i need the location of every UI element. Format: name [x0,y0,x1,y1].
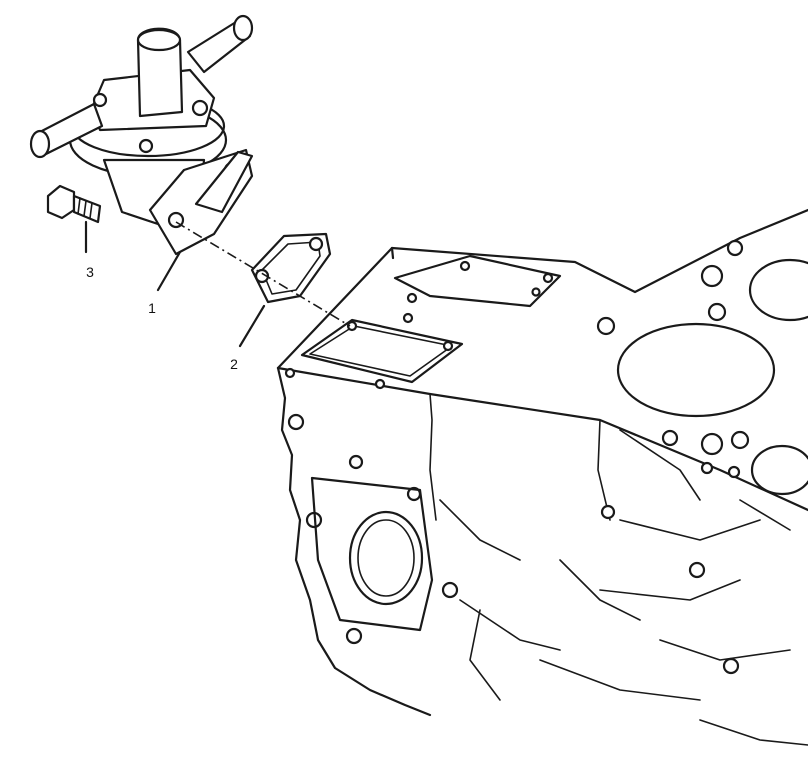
callout-1: 1 [148,300,156,316]
engine-block [276,208,808,746]
callout-3: 3 [86,264,94,280]
callout-2: 2 [230,356,238,372]
gasket [250,232,332,304]
leader-line-1 [156,250,182,292]
leader-line-2 [238,304,266,348]
fuel-pump [29,14,254,256]
bolt [46,184,102,224]
assembly-centerline [175,221,351,327]
